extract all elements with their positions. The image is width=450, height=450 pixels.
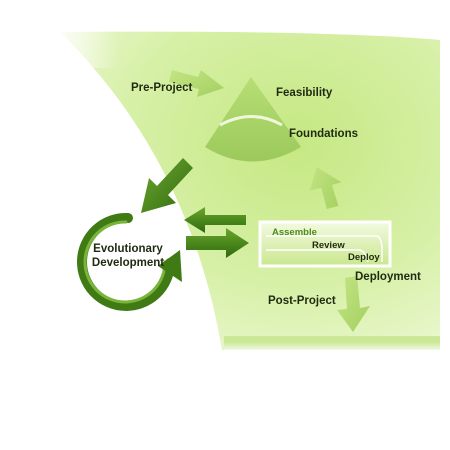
evolution-cycle-arrow [77, 212, 175, 311]
feasibility-foundations-triangle [205, 77, 301, 162]
background-base-fade [224, 342, 440, 352]
back-to-evolution-arrow [184, 207, 246, 233]
pre-project-label: Pre-Project [131, 82, 193, 94]
evolutionary-label-line2: Development [91, 256, 165, 269]
post-project-label: Post-Project [268, 295, 336, 307]
to-deployment-arrow [186, 228, 249, 258]
deployment-box-inner-line [266, 235, 383, 262]
evolutionary-label-line1: Evolutionary [93, 243, 163, 255]
assemble-label: Assemble [272, 227, 317, 238]
feasibility-label: Feasibility [276, 87, 333, 99]
background-arc-region [60, 31, 440, 351]
foundations-label: Foundations [289, 128, 358, 140]
deployment-label: Deployment [355, 271, 421, 283]
deployment-box [258, 220, 392, 268]
deployment-box-inner-line-2 [266, 249, 369, 263]
triangle-divider-curve [219, 115, 283, 127]
background-fade-left [50, 28, 120, 68]
post-project-arrow [337, 276, 370, 332]
evolution-cycle-arrowhead [158, 250, 182, 282]
review-label: Review [312, 240, 345, 251]
evolution-cycle-arrow-highlight [83, 220, 167, 304]
deploy-label: Deploy [348, 252, 380, 263]
back-to-foundations-arrow [309, 167, 342, 209]
evolutionary-development-label: Evolutionary Development [88, 243, 168, 269]
to-evolution-arrow [141, 158, 193, 213]
pre-project-arrow [169, 70, 224, 97]
